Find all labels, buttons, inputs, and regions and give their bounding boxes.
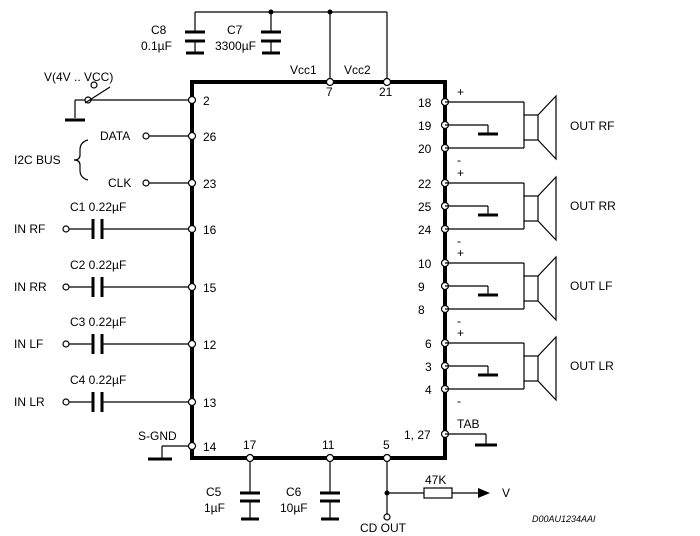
- input-lr: [62, 392, 197, 412]
- supply-switch-label: V(4V .. VCC): [44, 70, 113, 84]
- polarity-minus-rr: -: [457, 234, 461, 248]
- output-rr: [440, 175, 557, 242]
- pin-2: 2: [203, 94, 210, 108]
- resistor-label: 47K: [425, 473, 446, 487]
- input-lf: [62, 334, 197, 354]
- pin-8: 8: [418, 303, 425, 317]
- c5-value: 1µF: [204, 501, 225, 515]
- pin-17: 17: [243, 438, 257, 452]
- pin-5: 5: [383, 438, 390, 452]
- cd-out-label: CD OUT: [360, 521, 407, 535]
- c6-name: C6: [286, 485, 302, 499]
- c8-value: 0.1µF: [141, 39, 172, 53]
- i2c-bus: [73, 131, 197, 188]
- ic-body: [190, 80, 447, 460]
- v-label: V: [502, 486, 510, 500]
- polarity-plus-lr: +: [457, 326, 464, 340]
- output-rr-label: OUT RR: [570, 199, 616, 213]
- clk-label: CLK: [108, 176, 131, 190]
- input-lf-cap: C3 0.22µF: [70, 315, 126, 329]
- output-lf: [440, 255, 557, 322]
- tab-ground: [440, 429, 497, 447]
- output-rf-label: OUT RF: [570, 119, 614, 133]
- tab-label: TAB: [457, 417, 479, 431]
- pin-10: 10: [418, 257, 432, 271]
- input-lr-label: IN LR: [14, 395, 45, 409]
- vcc1-label: Vcc1: [290, 63, 317, 77]
- input-rf-cap: C1 0.22µF: [70, 200, 126, 214]
- i2c-bus-label: I2C BUS: [14, 153, 61, 167]
- c6-network: [320, 453, 340, 521]
- pin-26: 26: [203, 130, 217, 144]
- c5-network: [240, 453, 260, 521]
- output-lf-label: OUT LF: [570, 279, 612, 293]
- polarity-plus-lf: +: [457, 246, 464, 260]
- pin-19: 19: [418, 119, 432, 133]
- sgnd: [148, 441, 197, 461]
- polarity-minus-rf: -: [457, 153, 461, 167]
- pin-13: 13: [203, 396, 217, 410]
- pin-6: 6: [425, 337, 432, 351]
- c6-value: 10µF: [280, 501, 308, 515]
- pin-24: 24: [418, 223, 432, 237]
- pin-20: 20: [418, 142, 432, 156]
- pin-4: 4: [425, 383, 432, 397]
- pin-23: 23: [203, 177, 217, 191]
- pin-9: 9: [418, 280, 425, 294]
- pin-25: 25: [418, 200, 432, 214]
- diagram-code: D00AU1234AAI: [532, 514, 596, 524]
- output-lr-label: OUT LR: [570, 359, 614, 373]
- vcc2-label: Vcc2: [344, 63, 371, 77]
- pin-22: 22: [418, 177, 432, 191]
- sgnd-label: S-GND: [138, 429, 177, 443]
- pin-1-27: 1, 27: [404, 428, 431, 442]
- input-lr-cap: C4 0.22µF: [70, 373, 126, 387]
- input-lf-label: IN LF: [14, 337, 43, 351]
- output-rf: [440, 94, 557, 161]
- c8-name: C8: [151, 23, 167, 37]
- pin-12: 12: [203, 338, 217, 352]
- c5-name: C5: [206, 485, 222, 499]
- cd-out-network: [382, 453, 490, 521]
- output-lr: [440, 335, 557, 402]
- input-rr-label: IN RR: [14, 280, 47, 294]
- input-rf: [62, 219, 197, 239]
- pin-15: 15: [203, 281, 217, 295]
- data-label: DATA: [100, 129, 130, 143]
- input-rr: [62, 277, 197, 297]
- c7-value: 3300µF: [215, 39, 256, 53]
- polarity-plus-rf: +: [457, 85, 464, 99]
- pin-16: 16: [203, 223, 217, 237]
- polarity-minus-lf: -: [457, 314, 461, 328]
- pin-14: 14: [203, 440, 217, 454]
- pin-18: 18: [418, 96, 432, 110]
- c7-name: C7: [227, 23, 243, 37]
- supply-switch: [65, 81, 197, 122]
- pin-vcc2: 21: [379, 85, 393, 99]
- supply-network: [185, 9, 392, 87]
- input-rf-label: IN RF: [14, 222, 45, 236]
- pin-11: 11: [322, 438, 335, 452]
- pin-3: 3: [425, 360, 432, 374]
- input-rr-cap: C2 0.22µF: [70, 258, 126, 272]
- polarity-minus-lr: -: [457, 394, 461, 408]
- pin-vcc1: 7: [326, 85, 333, 99]
- polarity-plus-rr: +: [457, 166, 464, 180]
